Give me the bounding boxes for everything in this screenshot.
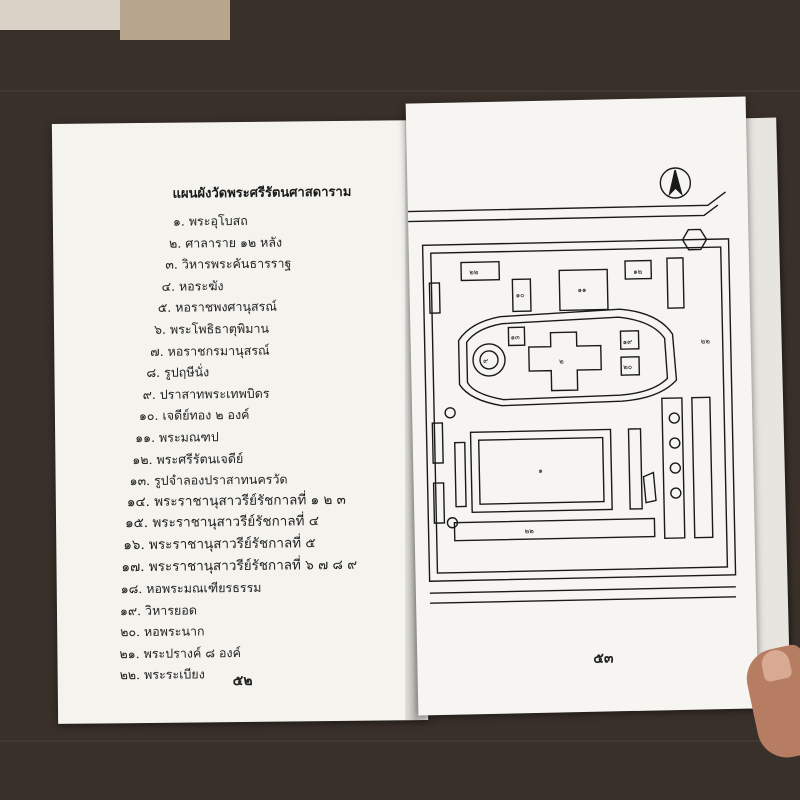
map-label: ๑๓ (510, 333, 520, 341)
map-label: ๒๒ (469, 268, 479, 276)
legend-item: ๑๘. หอพระมณเฑียรธรรม (120, 579, 262, 597)
map-label: ๑๒ (633, 268, 643, 276)
legend-item: ๒๑. พระปรางค์ ๘ องค์ (119, 644, 241, 662)
legend-item: ๖. พระโพธิธาตุพิมาน (153, 320, 270, 337)
legend-item: ๔. หอระฆัง (161, 277, 224, 294)
page-number: ๕๒ (232, 672, 253, 690)
map-label: ๒๒ (701, 337, 711, 345)
legend-item: ๑๖. พระราชานุสาวรีย์รัชกาลที่ ๕ (123, 535, 316, 554)
legend-item: ๒. ศาลาราย ๑๒ หลัง (169, 234, 283, 251)
plan-title: แผนผังวัดพระศรีรัตนศาสดาราม (172, 184, 352, 202)
map-label: ๑ (538, 467, 543, 475)
legend-item: ๑๒. พระศรีรัตนเจดีย์ (132, 450, 244, 467)
box-corner (0, 0, 120, 30)
map-label: ๒๒ (525, 527, 535, 535)
temple-plan-map: ๒๒ ๑๐ ๑๑ ๑๒ ๑๓ ๙ ๑๙ ๒๐ ๑ ๒ ๒๒ ๒๒ (407, 167, 737, 604)
legend-item: ๑. พระอุโบสถ (172, 212, 248, 229)
legend-item: ๑๔. พระราชานุสาวรีย์รัชกาลที่ ๑ ๒ ๓ (126, 491, 346, 510)
map-label: ๒ (559, 357, 564, 365)
legend-item: ๗. หอราชกรมานุสรณ์ (150, 342, 270, 359)
map-label: ๑๐ (516, 291, 525, 299)
wood-grain (0, 90, 800, 92)
legend-item: ๑๕. พระราชานุสาวรีย์รัชกาลที่ ๔ (124, 513, 320, 532)
legend-item: ๑๓. รูปจำลองปราสาทนครวัด (129, 471, 288, 489)
legend-list: ๑. พระอุโบสถ ๒. ศาลาราย ๑๒ หลัง ๓. วิหาร… (115, 209, 359, 687)
map-label: ๙ (483, 357, 488, 365)
legend-item: ๒๐. หอพระนาก (120, 623, 205, 640)
page-number: ๕๓ (593, 650, 614, 667)
legend-item: ๓. วิหารพระคันธารราฐ (165, 255, 292, 272)
legend-item: ๑๙. วิหารยอด (119, 602, 198, 618)
left-page: แผนผังวัดพระศรีรัตนศาสดาราม ๑. พระอุโบสถ… (51, 120, 429, 724)
wood-grain (0, 740, 800, 742)
legend-item: ๙. ปราสาทพระเทพบิดร (142, 385, 270, 402)
legend-item: ๑๗. พระราชานุสาวรีย์รัชกาลที่ ๖ ๗ ๘ ๙ (121, 556, 358, 575)
legend-item: ๑๑. พระมณฑป (135, 429, 219, 446)
map-label: ๑๑ (577, 286, 586, 294)
north-arrow-icon (668, 169, 683, 197)
right-page: ๒๒ ๑๐ ๑๑ ๑๒ ๑๓ ๙ ๑๙ ๒๐ ๑ ๒ ๒๒ ๒๒ ๕๓ (405, 96, 759, 716)
map-label: ๑๙ (623, 338, 633, 346)
legend-item: ๑๐. เจดีย์ทอง ๒ องค์ (138, 407, 250, 424)
map-label: ๒๐ (623, 363, 632, 371)
legend-item: ๕. หอราชพงศานุสรณ์ (157, 298, 278, 316)
legend-item: ๘. รูปฤษีนั่ง (146, 364, 210, 381)
box-corner-brown (120, 0, 230, 40)
